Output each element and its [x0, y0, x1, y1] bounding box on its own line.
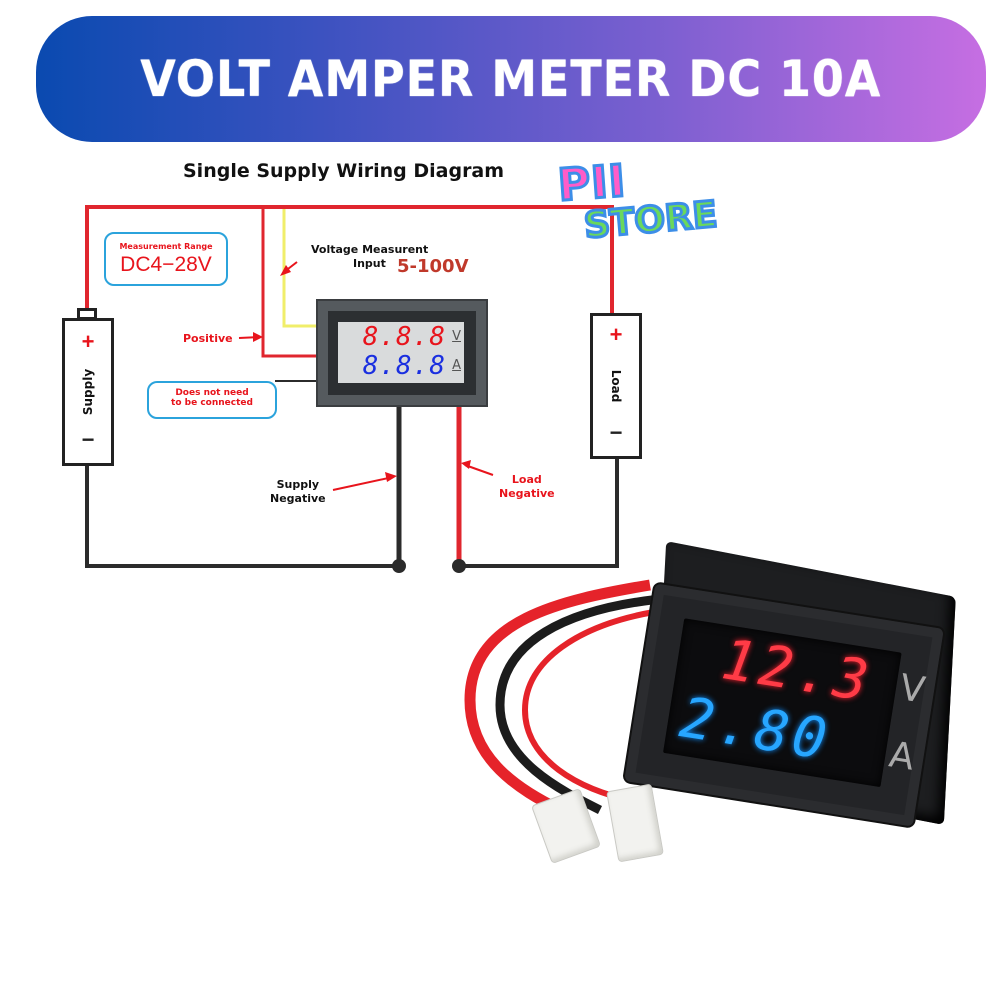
- minus-icon: −: [609, 420, 623, 445]
- photo-voltage-unit: V: [896, 667, 928, 712]
- plus-icon: +: [81, 329, 95, 354]
- load-label: Load: [609, 369, 623, 403]
- voltage-unit: V: [452, 329, 461, 344]
- positive-label: Positive: [183, 332, 233, 345]
- product-photo-meter: 12.3 2.80 V A: [620, 541, 970, 827]
- current-display: 8.8.8: [362, 351, 446, 381]
- not-connected-callout: Does not need to be connected: [147, 381, 277, 419]
- photo-current-unit: A: [886, 734, 918, 779]
- voltage-input-value: 5-100V: [397, 256, 469, 277]
- current-unit: A: [452, 358, 461, 373]
- load-negative-label: Load Negative: [499, 473, 555, 500]
- minus-icon: −: [81, 427, 95, 452]
- voltage-display: 8.8.8: [362, 322, 446, 352]
- measurement-range-label: Measurement Range: [119, 242, 213, 251]
- banner-title: VOLT AMPER METER DC 10A: [140, 50, 882, 108]
- measurement-range-callout: Measurement Range DC4−28V: [104, 232, 228, 286]
- store-logo: PII STORE: [548, 154, 721, 268]
- plus-icon: +: [609, 322, 623, 347]
- diagram-title: Single Supply Wiring Diagram: [183, 160, 505, 182]
- supply-label: Supply: [81, 368, 95, 416]
- supply-battery: + Supply −: [62, 318, 114, 466]
- load-box: + Load −: [590, 313, 642, 459]
- measurement-range-value: DC4−28V: [120, 253, 212, 276]
- voltage-input-label: Voltage Measurent Input: [311, 243, 429, 270]
- supply-negative-label: Supply Negative: [270, 478, 326, 505]
- meter-diagram: 8.8.8 V 8.8.8 A: [316, 299, 488, 407]
- title-banner: VOLT AMPER METER DC 10A: [36, 16, 986, 142]
